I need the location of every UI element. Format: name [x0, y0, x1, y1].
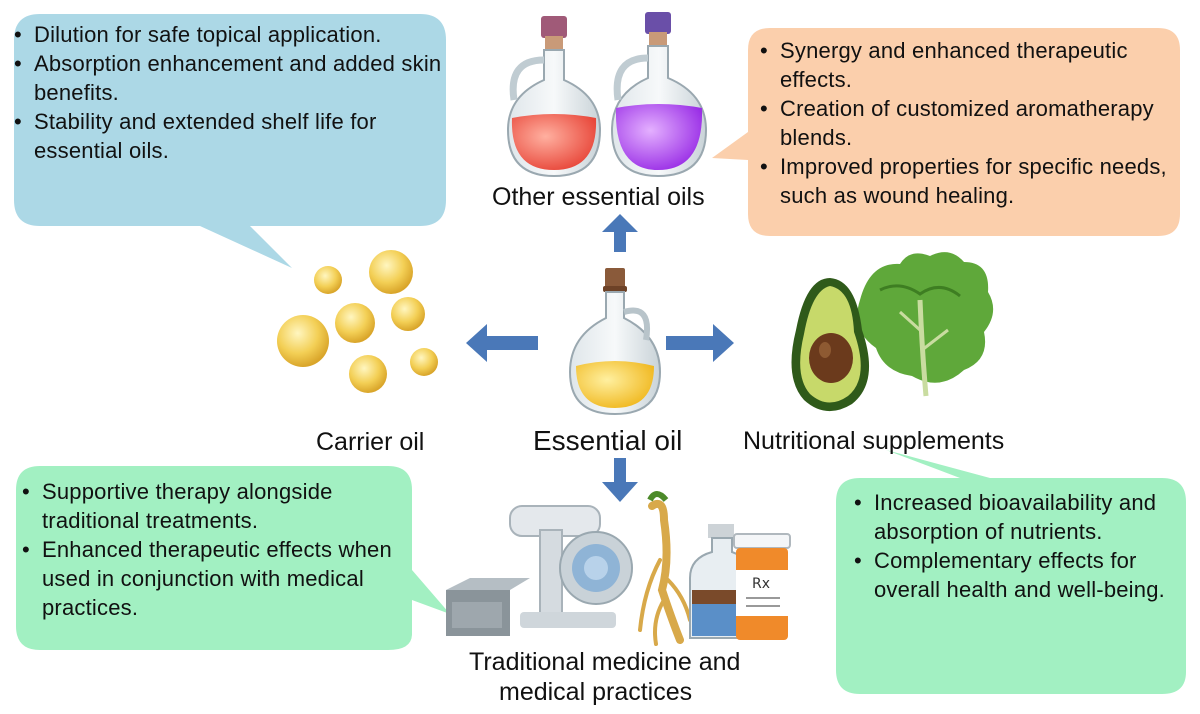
arrow-down	[602, 458, 638, 502]
medical-scanner-icon	[446, 505, 633, 636]
purple-oil-bottle-icon	[610, 12, 708, 178]
other-oils-benefits: Synergy and enhanced therapeutic effects…	[758, 36, 1178, 210]
benefit-item: Synergy and enhanced therapeutic effects…	[758, 36, 1178, 94]
arrow-up	[602, 214, 638, 252]
essential-oil-bottle-icon	[568, 268, 662, 416]
benefit-item: Complementary effects for overall health…	[852, 546, 1182, 604]
benefit-item: Supportive therapy alongside traditional…	[20, 477, 410, 535]
benefit-list: Dilution for safe topical application. A…	[12, 20, 442, 165]
arrow-right	[666, 324, 734, 362]
benefit-item: Increased bioavailability and absorption…	[852, 488, 1182, 546]
avocado-icon	[791, 278, 870, 412]
nutritional-label: Nutritional supplements	[743, 427, 1005, 455]
traditional-label-line2: medical practices	[499, 678, 693, 706]
benefit-list: Synergy and enhanced therapeutic effects…	[758, 36, 1178, 210]
benefit-item: Absorption enhancement and added skin be…	[12, 49, 442, 107]
benefit-item: Dilution for safe topical application.	[12, 20, 442, 49]
carrier-oil-droplets-icon	[277, 250, 438, 393]
rx-label: Rx	[752, 576, 770, 592]
other-oils-label: Other essential oils	[492, 183, 705, 211]
carrier-oil-benefits: Dilution for safe topical application. A…	[12, 20, 442, 165]
benefit-item: Improved properties for specific needs, …	[758, 152, 1178, 210]
benefit-item: Stability and extended shelf life for es…	[12, 107, 442, 165]
arrow-left	[466, 324, 538, 362]
traditional-medicine-benefits: Supportive therapy alongside traditional…	[20, 477, 410, 622]
traditional-label-line1: Traditional medicine and	[469, 648, 741, 676]
carrier-oil-label: Carrier oil	[316, 428, 425, 456]
essential-oil-label: Essential oil	[533, 425, 683, 456]
benefit-list: Increased bioavailability and absorption…	[852, 488, 1182, 604]
benefit-item: Enhanced therapeutic effects when used i…	[20, 535, 410, 622]
benefit-item: Creation of customized aromatherapy blen…	[758, 94, 1178, 152]
benefit-list: Supportive therapy alongside traditional…	[20, 477, 410, 622]
kale-icon	[857, 252, 994, 397]
red-oil-bottle-icon	[506, 16, 602, 178]
nutritional-benefits: Increased bioavailability and absorption…	[852, 488, 1182, 604]
pill-bottle-icon: Rx	[733, 533, 791, 640]
ginseng-root-icon	[638, 491, 692, 646]
